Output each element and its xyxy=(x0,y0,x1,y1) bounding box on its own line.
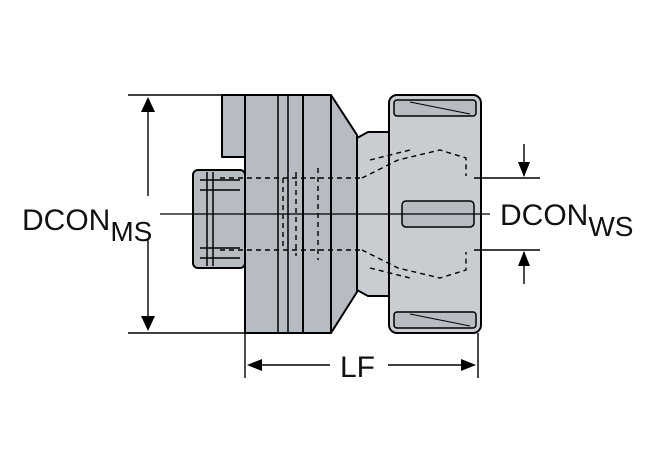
dcon-ws-label: DCONWS xyxy=(500,199,633,242)
lf-label: LF xyxy=(340,351,375,384)
dcon-ws-sub: WS xyxy=(588,211,633,242)
thread-coupling xyxy=(192,169,246,269)
lf-dimension xyxy=(244,333,479,378)
dcon-ws-dimension xyxy=(474,144,540,284)
dcon-ms-main: DCON xyxy=(22,204,110,237)
dcon-ms-sub: MS xyxy=(110,216,152,247)
dcon-ms-label: DCONMS xyxy=(22,204,152,247)
dcon-ms-dimension xyxy=(128,94,245,334)
dcon-ws-main: DCON xyxy=(500,199,588,232)
